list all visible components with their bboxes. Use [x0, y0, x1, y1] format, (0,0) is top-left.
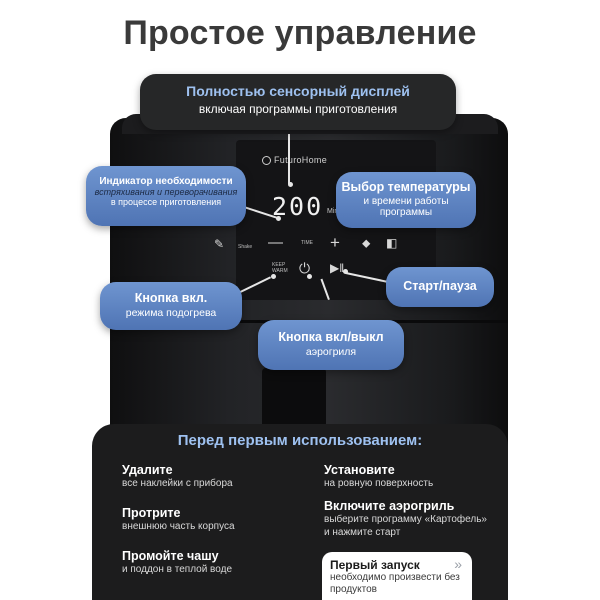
connector-line: [288, 134, 290, 184]
step-title: Включите аэрогриль: [324, 499, 455, 513]
callout-title: Индикатор необходимости: [99, 176, 233, 187]
plus-button[interactable]: +: [330, 233, 340, 252]
program-cube-icon[interactable]: ◧: [386, 236, 398, 250]
callout-start-pause: Старт/пауза: [386, 267, 494, 307]
callout-title: Старт/пауза: [403, 279, 477, 293]
first-run-title: Первый запуск: [330, 558, 420, 572]
step-title: Удалите: [122, 463, 173, 477]
step-text: все наклейки с прибора: [122, 478, 233, 489]
step-wipe-body: Протрите внешнюю часть корпуса: [122, 506, 235, 533]
first-run-box: » Первый запуск необходимо произвести бе…: [322, 552, 472, 600]
display-unit: Min: [327, 208, 339, 215]
connector-dot: [288, 182, 293, 187]
callout-title: Кнопка вкл.: [134, 291, 208, 305]
brand-icon: [262, 156, 271, 166]
callout-text: в процессе приготовления: [110, 197, 222, 207]
step-title: Установите: [324, 463, 395, 477]
shake-label: Shake: [238, 244, 253, 250]
program-drumstick-icon[interactable]: ⬥: [362, 236, 371, 250]
first-use-heading: Перед первым использованием:: [177, 432, 423, 449]
step-text: внешнюю часть корпуса: [122, 521, 235, 532]
callout-temperature: Выбор температуры и времени работы прогр…: [336, 172, 476, 228]
callout-text: и времени работы программы: [363, 196, 449, 218]
first-run-text: необходимо произвести без продуктов: [330, 572, 460, 595]
keep-warm-label: KEEP WARM: [272, 262, 288, 274]
callout-text: включая программы приготовления: [198, 102, 398, 116]
callout-power: Кнопка вкл/выкл аэрогриля: [258, 320, 404, 370]
page-title: Простое управление: [123, 14, 477, 52]
shake-indicator-icon: ✎: [214, 237, 225, 251]
step-title: Протрите: [122, 506, 181, 520]
connector-dot: [343, 269, 348, 274]
step-remove-stickers: Удалите все наклейки с прибора: [122, 463, 233, 490]
start-pause-icon[interactable]: ▶‖: [330, 261, 345, 275]
step-text: на ровную поверхность: [324, 478, 434, 489]
callout-emphasis: встряхивания и переворачивания: [94, 187, 238, 197]
connector-dot: [307, 274, 312, 279]
callout-title: Выбор температуры: [341, 180, 471, 194]
step-install: Установите на ровную поверхность: [324, 463, 433, 490]
power-icon[interactable]: ⏻: [299, 260, 311, 276]
callout-text: аэрогриля: [305, 346, 357, 358]
callout-shake-indicator: Индикатор необходимости встряхивания и п…: [86, 166, 246, 226]
brand-logo: FuturoHome: [262, 155, 328, 166]
connector-dot: [271, 274, 276, 279]
connector-dot: [276, 216, 281, 221]
step-wash-bowl: Промойте чашу и поддон в теплой воде: [122, 549, 232, 576]
callout-keep-warm: Кнопка вкл. режима подогрева: [100, 282, 242, 330]
time-label: TIME: [301, 240, 313, 246]
step-text: выберите программу «Картофель» и нажмите…: [324, 514, 487, 538]
minus-button[interactable]: —: [268, 234, 283, 251]
callout-touch-display: Полностью сенсорный дисплей включая прог…: [140, 74, 456, 130]
brand-name: FuturoHome: [274, 155, 328, 165]
callout-text: режима подогрева: [125, 307, 217, 319]
callout-title: Кнопка вкл/выкл: [278, 330, 384, 344]
step-title: Промойте чашу: [122, 549, 219, 563]
step-text: и поддон в теплой воде: [122, 564, 232, 575]
chevron-right-icon: »: [454, 556, 462, 572]
step-turn-on: Включите аэрогриль выберите программу «К…: [324, 499, 494, 539]
callout-title: Полностью сенсорный дисплей: [186, 83, 410, 99]
